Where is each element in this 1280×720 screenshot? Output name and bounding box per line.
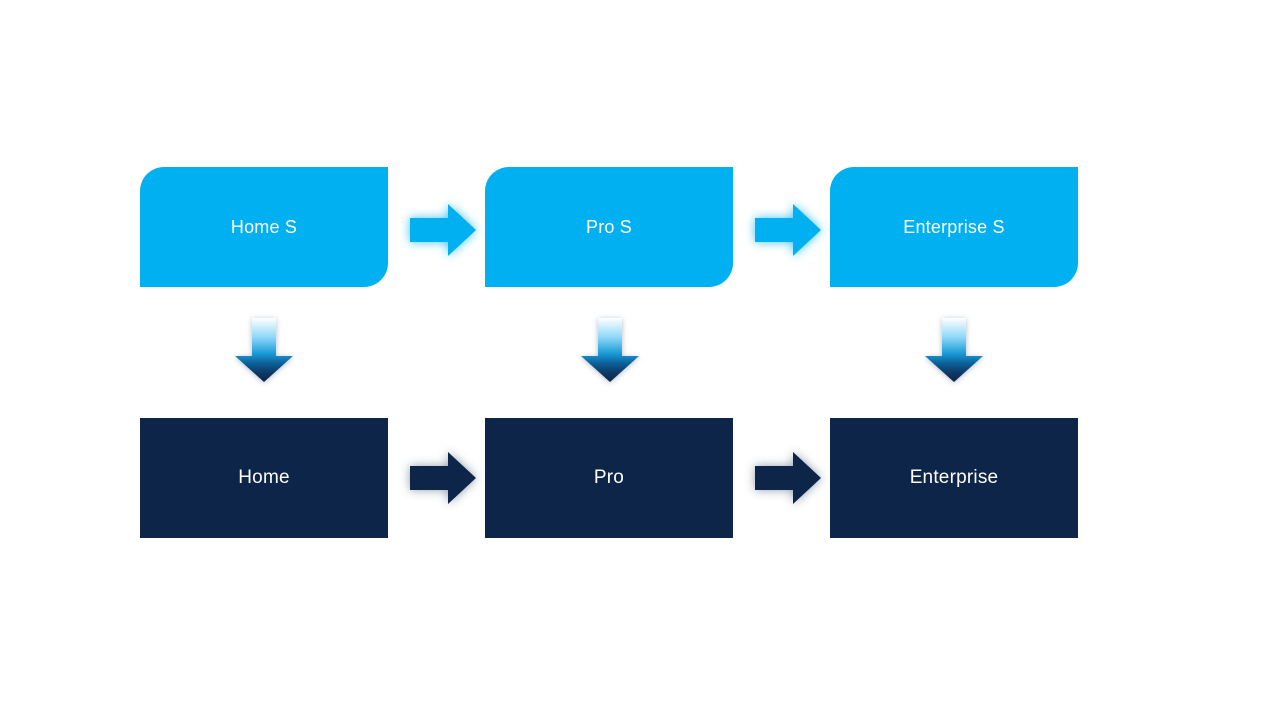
node-home-s-label: Home S [230,216,298,237]
right-arrow-icon [410,204,476,256]
down-arrow-icon [581,318,639,382]
node-enterprise-s-label: Enterprise S [903,216,1005,237]
node-enterprise-s[interactable]: Enterprise S [830,167,1078,287]
down-arrow-icon [235,318,293,382]
node-pro-s[interactable]: Pro S [485,167,733,287]
node-home[interactable]: Home [140,418,388,538]
node-enterprise-label: Enterprise [909,467,999,488]
node-home-s[interactable]: Home S [140,167,388,287]
right-arrow-icon [755,204,821,256]
node-pro[interactable]: Pro [485,418,733,538]
node-pro-s-label: Pro S [585,216,633,237]
node-pro-label: Pro [593,467,625,488]
node-enterprise[interactable]: Enterprise [830,418,1078,538]
right-arrow-icon [410,452,476,504]
right-arrow-icon [755,452,821,504]
node-home-label: Home [238,467,290,488]
down-arrow-icon [925,318,983,382]
